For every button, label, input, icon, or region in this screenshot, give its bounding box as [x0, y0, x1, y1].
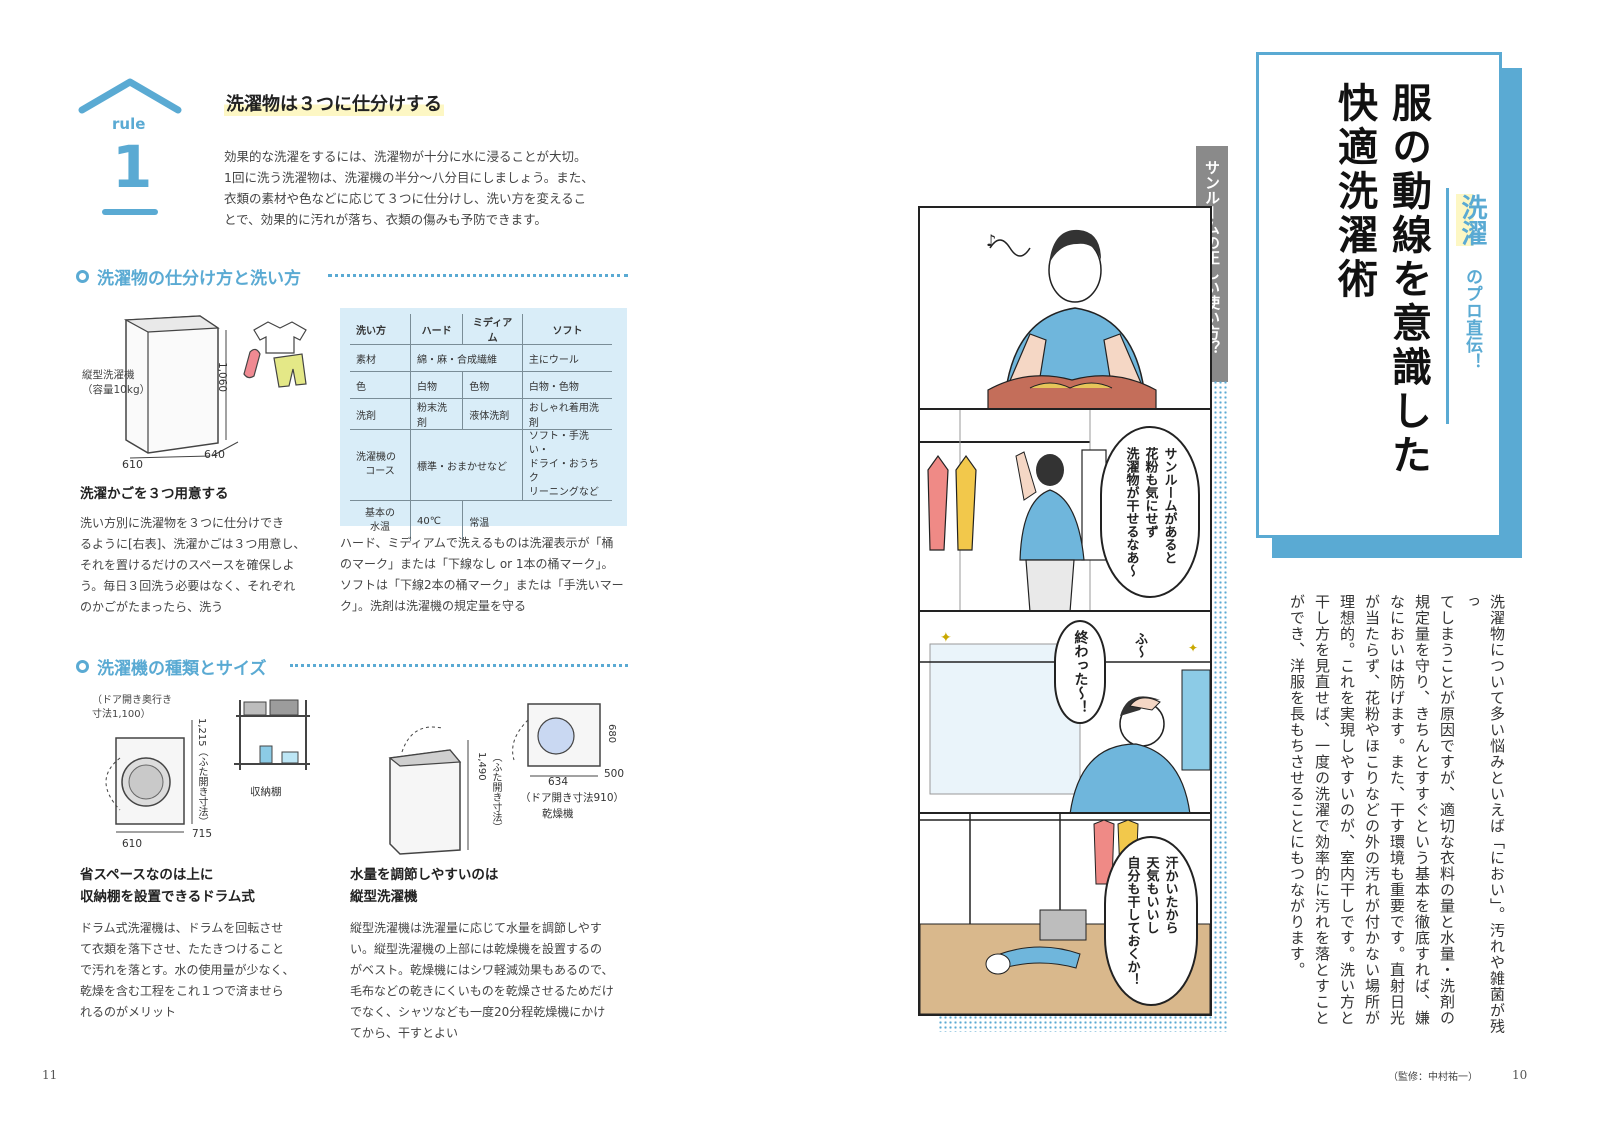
svg-text:✦: ✦ — [1188, 641, 1198, 655]
washing-method-table: 洗い方 ハード ミディアム ソフト 素材 綿・麻・合成繊維 主にウール 色 白物… — [340, 308, 627, 541]
drum-door-label: （ドア開き奥行き寸法1,100） — [92, 695, 172, 720]
washer-label: 縦型洗濯機（容量10kg） — [82, 369, 151, 396]
sigh-sfx: ふ〜 — [1132, 632, 1147, 658]
badge-big: 洗濯 — [1456, 194, 1488, 246]
vertical-height-note: （ふた開き寸法） — [490, 752, 501, 832]
title-box — [1256, 52, 1502, 538]
badge-line — [1446, 188, 1449, 424]
rule-label: rule — [112, 115, 146, 133]
table-row: 洗剤 粉末洗剤 液体洗剤 おしゃれ着用洗剤 — [350, 398, 612, 430]
table-row: 色 白物 色物 白物・色物 — [350, 371, 612, 399]
table-note: ハード、ミディアムで洗えるものは洗濯表示が「桶のマーク」または「下線なし or … — [340, 536, 624, 613]
comic-panel-3: ✦ ✦ — [918, 610, 1212, 816]
dotted-divider — [328, 274, 628, 277]
page-title-line2: 快適洗濯術 — [1331, 82, 1378, 302]
basket-heading: 洗濯かごを３つ用意する — [80, 486, 229, 502]
vertical-height: 1,490 — [476, 752, 487, 781]
rule-heading: 洗濯物は３つに仕分けする — [224, 90, 444, 116]
speech-bubble-3: 汗かいたから天気もいいし自分も干しておくか！ — [1104, 836, 1198, 1006]
badge-small: のプロ直伝！ — [1462, 268, 1482, 370]
rule-number: 1 — [112, 133, 153, 201]
intro-paragraph: 効果的な洗濯をするには、洗濯物が十分に水に浸ることが大切。1回に洗う洗濯物は、洗… — [224, 149, 594, 227]
comic-panel-1: ♪ — [918, 206, 1212, 412]
table-header-row: 洗い方 ハード ミディアム ソフト — [350, 314, 612, 345]
dryer-label: 乾燥機 — [542, 808, 574, 820]
drum-height: 1,215（ふた開き寸法） — [196, 718, 207, 827]
supervisor-credit: （監修：中村祐一） — [1388, 1072, 1478, 1083]
washer-height: 1,060 — [216, 362, 228, 393]
vertical-paragraph: 縦型洗濯機は洗濯量に応じて水量を調節しやすい。縦型洗濯機の上部には乾燥機を設置す… — [350, 921, 614, 1040]
washer-depth: 640 — [204, 448, 225, 461]
dryer-height: 680 — [606, 724, 617, 744]
top-loader-washer-illustration — [78, 308, 318, 473]
column-text: 洗濯物について多い悩みといえば「におい」。汚れや雑菌が残っ てしまうことが原因で… — [1288, 594, 1506, 1035]
section-title-machines: 洗濯機の種類とサイズ — [76, 654, 267, 679]
dryer-width: 634 — [548, 776, 569, 788]
circle-bullet-icon — [76, 270, 89, 283]
dryer-depth: 500 — [604, 768, 625, 780]
dryer-door: （ドア開き寸法910） — [520, 792, 625, 804]
drum-depth: 715 — [192, 828, 213, 840]
basket-paragraph: 洗い方別に洗濯物を３つに仕分けできるように[右表]、洗濯かごは３つ用意し、 それ… — [80, 516, 306, 614]
speech-bubble-2: 終わった〜！ — [1054, 620, 1106, 724]
page-number-left: 11 — [42, 1068, 58, 1082]
dotted-divider — [290, 664, 628, 667]
svg-text:♪: ♪ — [986, 231, 996, 250]
vertical-heading: 水量を調節しやすいのは縦型洗濯機 — [350, 867, 499, 905]
table-row: 素材 綿・麻・合成繊維 主にウール — [350, 344, 612, 372]
vertical-washer-dryer-illustration — [380, 700, 630, 860]
speech-bubble-1: サンルームがあると花粉も気にせず洗濯物が干せるなあ〜 — [1100, 426, 1200, 598]
washer-width: 610 — [122, 458, 143, 471]
svg-text:✦: ✦ — [940, 630, 952, 646]
drum-paragraph: ドラム式洗濯機は、ドラムを回転させて衣類を落下させ、たたきつけること で汚れを落… — [80, 921, 295, 1019]
drum-width: 610 — [122, 838, 143, 850]
table-row: 基本の水温 40℃ 常温 — [350, 500, 612, 541]
table-row: 洗濯機のコース 標準・おまかせなど ソフト・手洗い・ドライ・おうちクリーニングな… — [350, 429, 612, 501]
circle-bullet-icon — [76, 660, 89, 673]
page-title-line1: 服の動線を意識した — [1385, 82, 1432, 478]
drum-heading: 省スペースなのは上に収納棚を設置できるドラム式 — [80, 867, 255, 905]
rule-house-icon — [78, 78, 182, 223]
shelf-label: 収納棚 — [250, 786, 282, 798]
drum-washer-illustration — [84, 690, 324, 850]
page-number-right: 10 — [1512, 1068, 1528, 1082]
section-title-sorting: 洗濯物の仕分け方と洗い方 — [76, 264, 301, 289]
